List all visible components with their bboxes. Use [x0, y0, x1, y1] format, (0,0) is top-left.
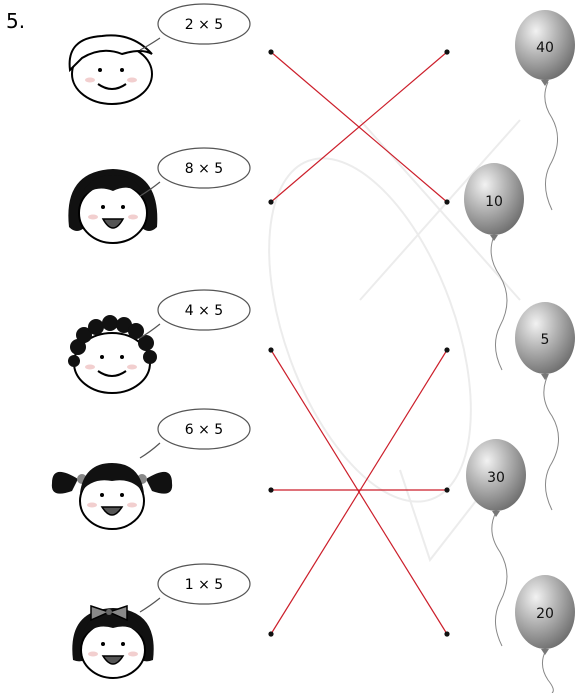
left-match-dot-5[interactable]: [268, 631, 274, 637]
expression-1: 2 × 5: [185, 17, 223, 33]
speech-bubble-5: 1 × 5: [139, 563, 251, 613]
expression-4: 6 × 5: [185, 422, 223, 438]
speech-bubble-1: 2 × 5: [139, 3, 251, 51]
left-match-dot-2[interactable]: [268, 199, 274, 205]
speech-bubble-2: 8 × 5: [139, 147, 251, 197]
balloon-label-4: 30: [487, 470, 505, 486]
match-dots: [268, 49, 450, 637]
right-match-dot-1[interactable]: [444, 49, 450, 55]
right-match-dot-3[interactable]: [444, 347, 450, 353]
balloon-1[interactable]: 40: [515, 10, 575, 211]
balloon-5[interactable]: 20: [515, 575, 575, 693]
balloon-4[interactable]: 30: [466, 439, 526, 647]
speech-bubble-4: 6 × 5: [139, 408, 251, 459]
balloon-2[interactable]: 10: [464, 163, 524, 371]
girl-bob-hair-icon: [68, 169, 158, 244]
right-match-dot-5[interactable]: [444, 631, 450, 637]
boy-curly-hair-icon: [68, 315, 157, 394]
match-line-5: [270, 349, 448, 635]
right-match-dot-2[interactable]: [444, 199, 450, 205]
expression-3: 4 × 5: [185, 303, 223, 319]
expression-2: 8 × 5: [185, 161, 223, 177]
right-match-dot-4[interactable]: [444, 487, 450, 493]
match-lines: [270, 51, 448, 635]
speech-bubble-3: 4 × 5: [139, 289, 251, 339]
balloon-label-5: 20: [536, 606, 554, 622]
balloon-label-3: 5: [541, 332, 550, 348]
balloon-label-2: 10: [485, 194, 503, 210]
balloon-label-1: 40: [536, 40, 554, 56]
match-line-2: [270, 51, 448, 203]
girl-pigtails-icon: [51, 463, 173, 530]
left-match-dot-1[interactable]: [268, 49, 274, 55]
question-number: 5.: [6, 9, 25, 33]
left-match-dot-4[interactable]: [268, 487, 274, 493]
balloon-3[interactable]: 5: [515, 302, 575, 511]
left-match-dot-3[interactable]: [268, 347, 274, 353]
boy-short-hair-icon: [68, 34, 153, 105]
expression-5: 1 × 5: [185, 577, 223, 593]
girl-with-bow-icon: [72, 604, 154, 679]
